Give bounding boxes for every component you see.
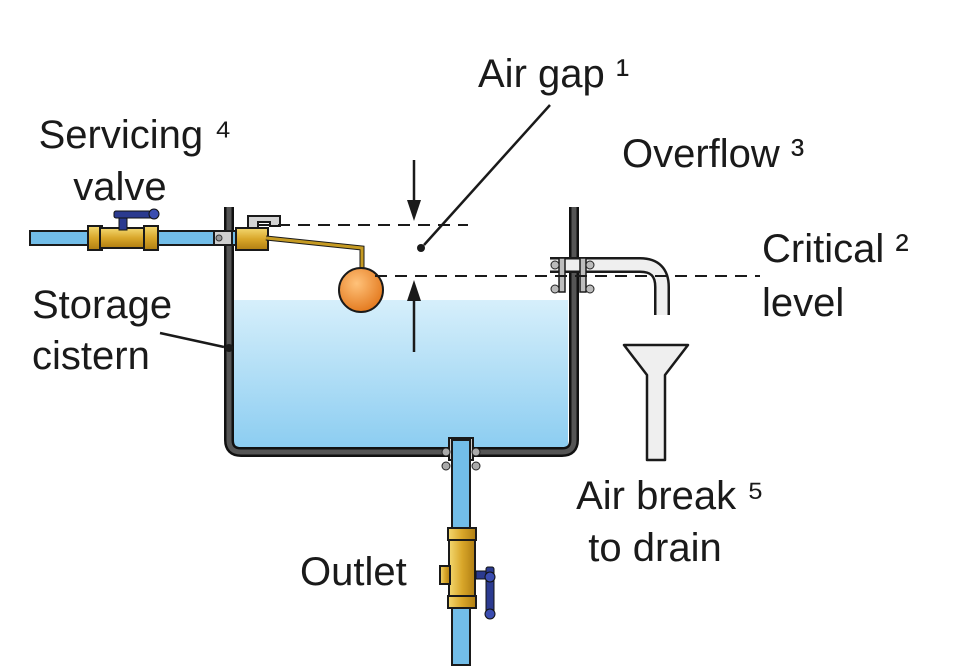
drain-funnel [622, 343, 690, 462]
outlet-valve [439, 527, 496, 620]
outlet-label: Outlet [300, 550, 407, 594]
float-valve [213, 215, 365, 268]
air-gap-label: Air gap ¹ [478, 52, 630, 96]
servicing-valve-label-line2: valve [73, 165, 167, 209]
overflow-label: Overflow ³ [622, 132, 805, 176]
storage-cistern-label-line1: Storage [32, 283, 173, 327]
float-ball [338, 267, 384, 313]
air-gap-leader-dot [417, 244, 425, 252]
air-break-label-line2: to drain [588, 526, 722, 570]
servicing-valve [87, 208, 160, 251]
air-gap-dimension [407, 160, 421, 352]
critical-level-label-line1: Critical ² [762, 227, 909, 271]
air-gap-leader [423, 104, 551, 246]
stored-water [232, 300, 568, 448]
servicing-valve-label-line1: Servicing ⁴ [38, 113, 232, 157]
air-break-label-line1: Air break ⁵ [576, 474, 764, 518]
critical-level-label-line2: level [762, 281, 845, 325]
storage-cistern-leader-dot [225, 344, 233, 352]
storage-cistern-leader [159, 331, 225, 349]
storage-cistern-label-line2: cistern [32, 334, 150, 378]
